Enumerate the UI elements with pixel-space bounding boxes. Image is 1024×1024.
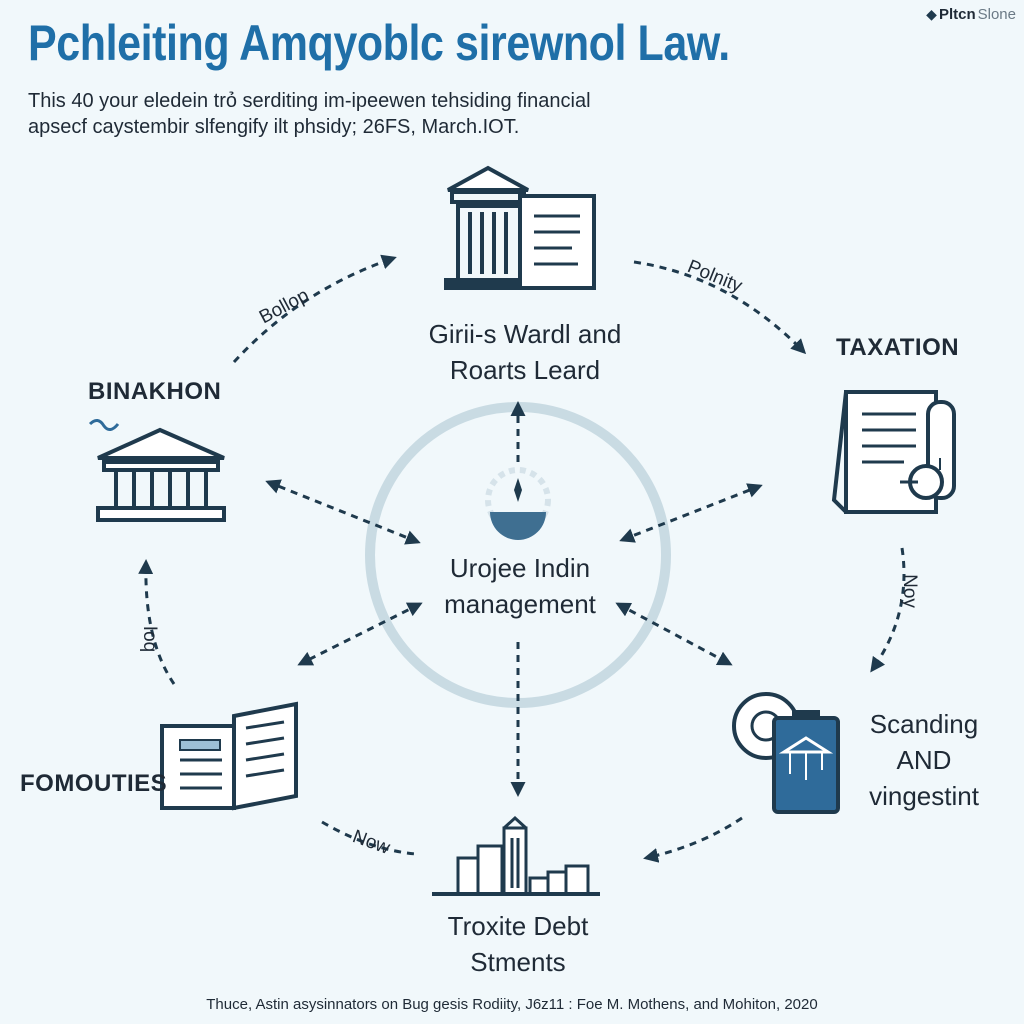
node-right-line-1: Scanding: [869, 709, 979, 739]
edge-label-right: Noy: [898, 574, 920, 608]
open-book-icon: [160, 701, 298, 811]
node-center-label: Urojee Indin management: [444, 550, 596, 622]
node-bottom-line-1: Troxite Debt: [447, 911, 589, 941]
bank-icon: [96, 427, 226, 522]
arrow-binakhon-to-top: [232, 254, 397, 364]
node-top-line-1: Girii-s Wardl and: [428, 319, 622, 349]
cycle-arrows: [138, 254, 906, 863]
node-right-label: Scanding AND vingestint: [869, 706, 979, 814]
node-center-line-1: Urojee Indin: [449, 553, 591, 583]
arrow-fomouties-to-binakhon: [138, 559, 176, 685]
node-fomouties-label: FOMOUTIES: [20, 770, 168, 797]
subtitle-line-2: apsecf caystembir slfengify ilt phsidy; …: [28, 116, 520, 138]
subtitle-line-1: This 40 your eledein trỏ serditing im-ip…: [28, 90, 591, 112]
node-center-line-2: management: [444, 589, 596, 619]
edge-label-left: Ioq: [139, 625, 161, 653]
arrow-right-to-bottom: [643, 816, 743, 863]
arrow-taxation-to-right: [870, 547, 906, 673]
small-wave-icon: [88, 419, 120, 431]
brand-icon: ◆: [926, 5, 937, 22]
tax-document-icon: [831, 390, 956, 514]
node-binakhon-label: BINAKHON: [88, 378, 222, 405]
arrow-bottom-left: [321, 820, 417, 856]
page-subtitle: This 40 your eledein trỏ serditing im-ip…: [28, 88, 708, 140]
node-top-label: Girii-s Wardl and Roarts Leard: [429, 316, 622, 388]
node-top-line-2: Roarts Leard: [449, 355, 601, 385]
brand-name-b: Slone: [977, 5, 1016, 23]
brand-name-a: Pltcn: [938, 5, 976, 23]
node-taxation-label: TAXATION: [836, 334, 960, 361]
footer-citation: Thuce, Astin asysinnators on Bug gesis R…: [206, 996, 818, 1013]
arrow-center-left-down: [297, 602, 423, 666]
city-skyline-icon: [432, 815, 600, 896]
node-right-line-2: AND: [896, 745, 952, 775]
node-bottom-line-2: Stments: [470, 947, 566, 977]
arrow-center-right-down: [615, 602, 733, 666]
node-right-line-3: vingestint: [869, 781, 979, 811]
arrow-center-left-up: [265, 479, 421, 545]
node-bottom-label: Troxite Debt Stments: [448, 908, 589, 980]
radial-arrows: [265, 401, 763, 797]
courthouse-document-icon: [444, 165, 596, 290]
page-title: Pchleiting Amqyoblc sirewnol Law.: [28, 15, 730, 71]
investment-icon: [732, 692, 840, 814]
center-hub-icon: [485, 467, 551, 540]
arrow-center-right-up: [619, 483, 763, 543]
arrow-top-to-taxation: [633, 260, 807, 355]
